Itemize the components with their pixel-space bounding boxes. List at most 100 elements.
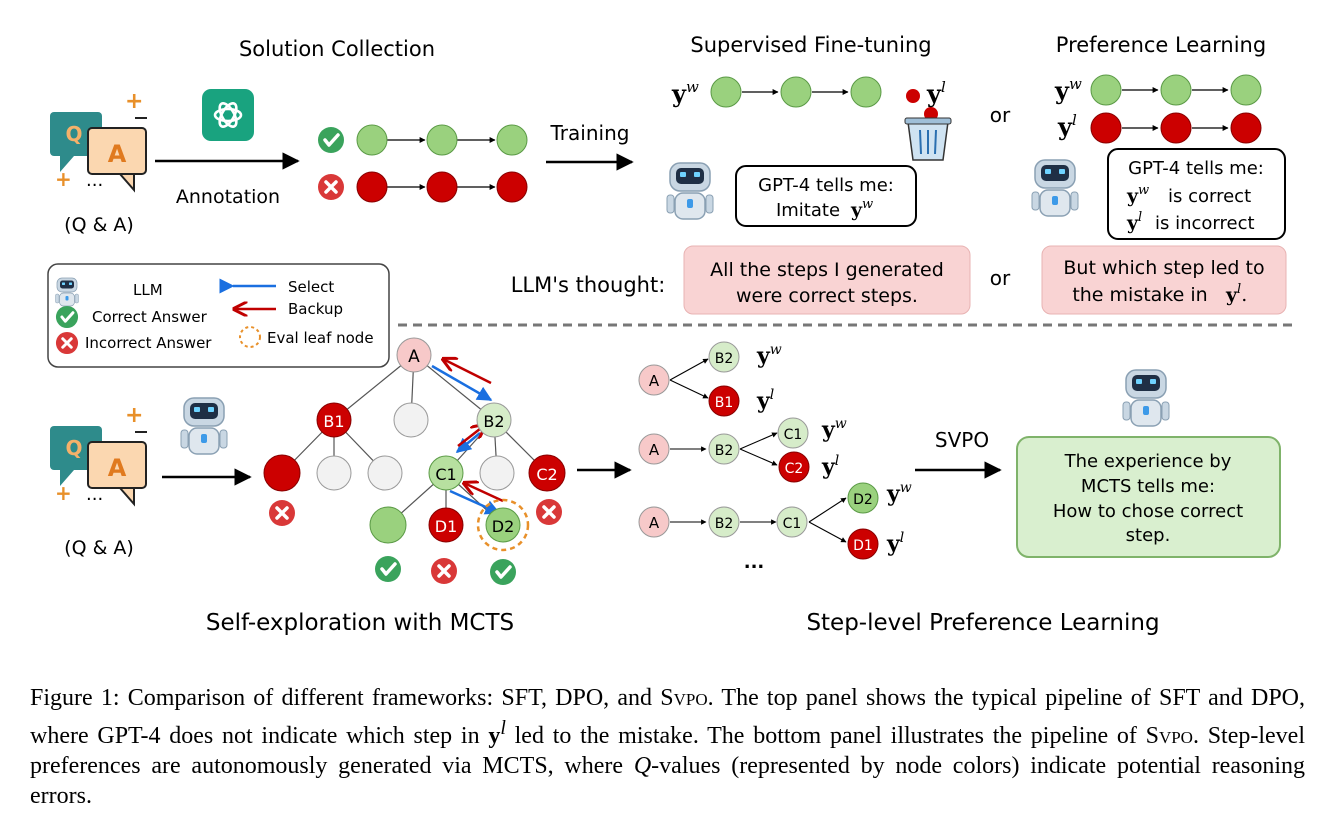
svg-text:C2: C2 <box>785 461 804 477</box>
svg-text:A: A <box>649 372 660 390</box>
svpo-label: SVPO <box>935 428 989 452</box>
figure-caption: Figure 1: Comparison of different framew… <box>30 685 1305 809</box>
pairs-ellipsis: ... <box>744 552 765 573</box>
svg-text:yl: yl <box>886 530 904 557</box>
legend: LLM Correct Answer Incorrect Answer Sele… <box>47 263 390 368</box>
svg-text:yw: yw <box>886 480 912 507</box>
incorrect-answer-icon <box>316 172 346 202</box>
eval-leaf-marker <box>476 498 530 552</box>
pair-node-B2: B2 <box>708 506 740 538</box>
pair-node-D2: D2 <box>847 482 879 514</box>
robot-icon <box>1122 369 1170 427</box>
svg-text:B2: B2 <box>483 412 504 431</box>
pref-title: Preference Learning <box>1056 33 1266 57</box>
sft-step-node <box>710 76 742 108</box>
select-arrow <box>431 364 493 402</box>
qa-label-bottom: (Q & A) <box>64 537 134 559</box>
svg-text:LLM: LLM <box>133 281 163 299</box>
sft-step-node <box>850 76 882 108</box>
robot-icon <box>666 162 714 220</box>
svg-text:yw: yw <box>821 416 847 443</box>
pair-node-D1: D1 <box>847 528 879 560</box>
svg-text:Incorrect Answer: Incorrect Answer <box>85 334 212 352</box>
self-exploration-title: Self-exploration with MCTS <box>206 610 514 636</box>
pref-win-node <box>1160 74 1192 106</box>
svg-text:A: A <box>108 140 127 168</box>
sft-yl-label: yl <box>926 78 946 108</box>
thought-right-box: But which step led to the mistake in yl. <box>1041 245 1287 315</box>
tree-node-D1: D1 <box>428 507 464 543</box>
svg-text:C1: C1 <box>783 516 802 532</box>
robot-icon <box>1031 159 1079 217</box>
correct-answer-icon <box>488 557 518 587</box>
correct-answer-icon <box>373 554 403 584</box>
tree-node-correct-leaf <box>369 506 407 544</box>
svg-text:C1: C1 <box>784 427 803 443</box>
svg-text:But which step led to: But which step led to <box>1063 257 1264 279</box>
llm-thought-label: LLM's thought: <box>511 273 666 297</box>
svg-text:Backup: Backup <box>288 300 343 318</box>
qa-icon: Q A + + ... <box>50 89 147 193</box>
svg-text:yl: yl <box>1126 210 1142 234</box>
svg-text:Select: Select <box>288 278 334 296</box>
qa-label-top: (Q & A) <box>64 214 134 236</box>
svg-text:yw: yw <box>756 342 782 369</box>
incorrect-answer-icon <box>429 556 459 586</box>
svg-text:D1: D1 <box>853 538 873 554</box>
svg-text:B1: B1 <box>323 412 344 431</box>
tree-node-A: A <box>396 337 432 373</box>
incorrect-step-node <box>496 171 528 203</box>
svg-text:+: + <box>125 89 143 114</box>
svg-text:...: ... <box>86 170 103 191</box>
svg-text:yl: yl <box>756 387 774 414</box>
svg-text:A: A <box>408 347 420 367</box>
pair-node-C2: C2 <box>778 451 810 483</box>
pref-lose-node <box>1090 112 1122 144</box>
tree-node-unvisited <box>393 402 429 438</box>
svg-text:MCTS tells me:: MCTS tells me: <box>1081 476 1215 497</box>
svg-text:The experience by: The experience by <box>1064 451 1232 472</box>
pair-3: A B2 C1 D2 D1 yw yl <box>638 480 912 560</box>
pref-win-node <box>1230 74 1262 106</box>
correct-step-node <box>426 124 458 156</box>
svg-text:yl: yl <box>821 453 839 480</box>
pair-node-C1: C1 <box>777 417 809 449</box>
pref-win-node <box>1090 74 1122 106</box>
pair-node-A: A <box>638 364 670 396</box>
thought-left-box: All the steps I generated were correct s… <box>683 245 971 315</box>
incorrect-answer-icon <box>267 498 297 528</box>
svpo-experience-box: The experience by MCTS tells me: How to … <box>1016 436 1281 558</box>
tree-node-B2: B2 <box>476 402 512 438</box>
pref-yw-label: yw <box>1054 75 1082 105</box>
svg-text:C2: C2 <box>536 465 557 484</box>
svg-text:yl.: yl. <box>1225 282 1247 306</box>
pair-node-B2: B2 <box>708 433 740 465</box>
pair-node-C1: C1 <box>776 506 808 538</box>
sft-title: Supervised Fine-tuning <box>690 33 931 57</box>
svg-text:All the steps I generated: All the steps I generated <box>710 259 944 281</box>
svg-text:B2: B2 <box>715 516 734 532</box>
or-label-1: or <box>990 103 1011 127</box>
framework-diagram: Solution Collection Q A + + ... (Q & A) … <box>47 33 1296 636</box>
solution-collection-title: Solution Collection <box>239 37 435 61</box>
svg-text:step.: step. <box>1126 525 1171 546</box>
qa-icon-bottom: Q A + + ... <box>50 403 147 507</box>
backup-arrow <box>464 483 504 503</box>
robot-icon <box>180 397 228 455</box>
svg-text:yw: yw <box>1126 183 1149 207</box>
tree-node-unvisited <box>479 455 515 491</box>
svg-text:GPT-4 tells me:: GPT-4 tells me: <box>758 175 894 196</box>
select-arrow <box>455 432 481 453</box>
select-arrow <box>449 489 501 515</box>
svg-text:yw: yw <box>850 197 873 221</box>
svg-text:+: + <box>125 403 143 428</box>
tree-node-D2: D2 <box>485 507 521 543</box>
svg-text:is correct: is correct <box>1168 186 1251 207</box>
svg-text:Correct Answer: Correct Answer <box>92 308 208 326</box>
pair-node-B2: B2 <box>708 341 740 373</box>
tree-node-C1: C1 <box>428 455 464 491</box>
incorrect-answer-icon <box>534 497 564 527</box>
annotation-label: Annotation <box>176 186 280 208</box>
chatgpt-icon <box>202 89 254 141</box>
pref-lose-node <box>1160 112 1192 144</box>
